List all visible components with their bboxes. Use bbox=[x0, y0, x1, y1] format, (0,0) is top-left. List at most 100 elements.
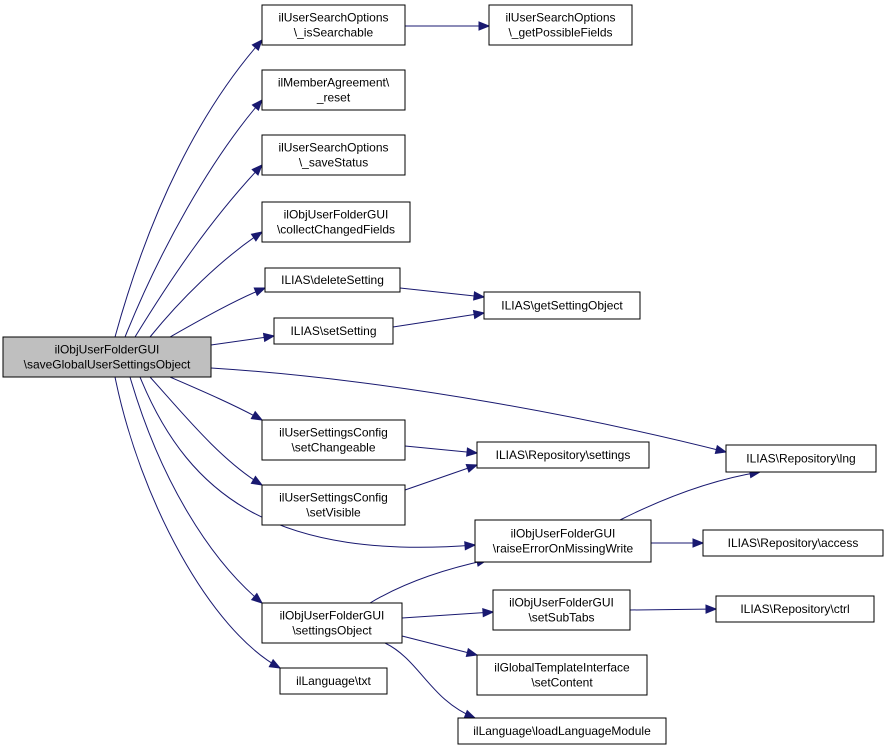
node-label-line: ilObjUserFolderGUI bbox=[509, 596, 614, 610]
node-setVis[interactable]: ilUserSettingsConfig\setVisible bbox=[261, 484, 406, 526]
edge-setSubTabs-to-repCtrl bbox=[629, 608, 717, 611]
node-box bbox=[261, 134, 406, 176]
node-box bbox=[261, 69, 406, 111]
node-box bbox=[488, 4, 633, 46]
edge-root-to-setChg-arrowhead bbox=[250, 410, 264, 421]
edge-delSet-to-getSetObj-arrowhead bbox=[473, 291, 486, 301]
edge-root-to-settingsObj-arrowhead bbox=[250, 592, 264, 604]
node-label-line: ilMemberAgreement\ bbox=[278, 76, 390, 90]
node-repSettings[interactable]: ILIAS\Repository\settings bbox=[476, 441, 650, 469]
node-label-line: \setContent bbox=[531, 676, 593, 690]
node-label-line: \_isSearchable bbox=[294, 26, 374, 40]
node-label-line: \setChangeable bbox=[291, 441, 375, 455]
node-label-line: ilLanguage\txt bbox=[296, 674, 371, 688]
node-box bbox=[261, 419, 406, 461]
node-label-line: ilUserSettingsConfig bbox=[279, 491, 388, 505]
edge-root-to-setVis-arrowhead bbox=[250, 475, 264, 486]
node-label-line: \collectChangedFields bbox=[277, 223, 395, 237]
node-getPoss[interactable]: ilUserSearchOptions\_getPossibleFields bbox=[488, 4, 633, 46]
node-label-line: \_getPossibleFields bbox=[508, 26, 612, 40]
node-repAccess[interactable]: ILIAS\Repository\access bbox=[702, 529, 884, 557]
node-box bbox=[483, 291, 641, 320]
edge-delSet-to-getSetObj bbox=[399, 287, 485, 298]
edge-root-to-isSearch bbox=[114, 39, 263, 338]
node-label-line: ilObjUserFolderGUI bbox=[511, 527, 616, 541]
edge-root-to-delSet bbox=[169, 287, 266, 338]
edge-root-to-collect-arrowhead bbox=[250, 231, 264, 242]
node-repCtrl[interactable]: ILIAS\Repository\ctrl bbox=[715, 595, 875, 623]
node-box bbox=[476, 441, 650, 469]
node-label-line: ilObjUserFolderGUI bbox=[280, 609, 385, 623]
node-setSubTabs[interactable]: ilObjUserFolderGUI\setSubTabs bbox=[492, 589, 631, 631]
node-settingsObj[interactable]: ilObjUserFolderGUI\settingsObject bbox=[261, 602, 403, 644]
node-box bbox=[476, 654, 648, 696]
node-box bbox=[261, 4, 406, 46]
edge-root-to-isSearch-arrowhead bbox=[251, 38, 263, 52]
edge-root-to-setSet-arrowhead bbox=[262, 332, 276, 343]
edge-settingsObj-to-gtiSet-arrowhead bbox=[465, 647, 479, 658]
edge-setVis-to-repSettings-arrowhead bbox=[465, 463, 479, 473]
edge-root-to-raiseErr-arrowhead bbox=[464, 541, 477, 551]
node-loadLang[interactable]: ilLanguage\loadLanguageModule bbox=[457, 717, 667, 745]
node-label-line: ILIAS\deleteSetting bbox=[281, 273, 384, 287]
edge-setChg-to-repSettings bbox=[404, 445, 478, 454]
edge-root-to-saveStat-arrowhead bbox=[251, 164, 263, 176]
node-label-line: ilUserSearchOptions bbox=[505, 11, 615, 25]
node-label-line: ilObjUserFolderGUI bbox=[284, 208, 389, 222]
node-box bbox=[261, 201, 411, 243]
edge-root-to-setVis bbox=[149, 376, 263, 486]
node-box bbox=[725, 444, 877, 473]
node-label-line: ILIAS\Repository\access bbox=[728, 536, 859, 550]
node-label-line: ILIAS\getSettingObject bbox=[501, 299, 623, 313]
node-label-line: \settingsObject bbox=[292, 624, 372, 638]
node-raiseErr[interactable]: ilObjUserFolderGUI\raiseErrorOnMissingWr… bbox=[474, 519, 652, 563]
node-label-line: ILIAS\setSetting bbox=[290, 324, 376, 338]
node-box bbox=[2, 336, 212, 378]
edge-root-to-collect bbox=[149, 231, 263, 338]
edge-root-to-langTxt-arrowhead bbox=[268, 658, 282, 669]
node-label-line: \setSubTabs bbox=[528, 611, 594, 625]
edge-root-to-saveStat bbox=[134, 164, 263, 338]
node-box bbox=[457, 717, 667, 745]
node-setChg[interactable]: ilUserSettingsConfig\setChangeable bbox=[261, 419, 406, 461]
edge-setVis-to-repSettings bbox=[404, 464, 478, 491]
node-collect[interactable]: ilObjUserFolderGUI\collectChangedFields bbox=[261, 201, 411, 243]
edge-raiseErr-to-repAccess-arrowhead bbox=[692, 538, 705, 548]
edge-root-to-repLng bbox=[210, 367, 727, 453]
node-label-line: ilGlobalTemplateInterface bbox=[494, 661, 630, 675]
node-setSet[interactable]: ILIAS\setSetting bbox=[273, 317, 394, 345]
edge-settingsObj-to-loadLang-arrowhead bbox=[463, 709, 477, 719]
node-delSet[interactable]: ILIAS\deleteSetting bbox=[264, 267, 401, 293]
node-box bbox=[492, 589, 631, 631]
edge-raiseErr-to-repLng bbox=[619, 471, 761, 521]
edge-setSet-to-getSetObj bbox=[392, 312, 485, 328]
node-label-line: ILIAS\Repository\ctrl bbox=[740, 602, 849, 616]
edge-settingsObj-to-gtiSet bbox=[401, 635, 478, 656]
edge-settingsObj-to-raiseErr bbox=[369, 559, 488, 604]
node-label-line: ilUserSearchOptions bbox=[278, 141, 388, 155]
node-box bbox=[261, 484, 406, 526]
node-box bbox=[273, 317, 394, 345]
node-isSearch[interactable]: ilUserSearchOptions\_isSearchable bbox=[261, 4, 406, 46]
edge-root-to-delSet-arrowhead bbox=[253, 287, 267, 297]
edge-setSubTabs-to-repCtrl-arrowhead bbox=[705, 604, 718, 614]
edge-root-to-langTxt bbox=[114, 376, 281, 669]
node-label-line: \setVisible bbox=[306, 506, 361, 520]
edge-root-to-repLng-arrowhead bbox=[714, 444, 728, 455]
node-repLng[interactable]: ILIAS\Repository\lng bbox=[725, 444, 877, 473]
edge-settingsObj-to-setSubTabs bbox=[401, 611, 494, 619]
node-label-line: _reset bbox=[316, 91, 351, 105]
node-box bbox=[702, 529, 884, 557]
node-langTxt[interactable]: ilLanguage\txt bbox=[279, 667, 388, 695]
node-gtiSet[interactable]: ilGlobalTemplateInterface\setContent bbox=[476, 654, 648, 696]
edge-settingsObj-to-setSubTabs-arrowhead bbox=[482, 607, 495, 618]
node-saveStat[interactable]: ilUserSearchOptions\_saveStatus bbox=[261, 134, 406, 176]
edge-root-to-maReset-arrowhead bbox=[251, 98, 263, 112]
node-label-line: \_saveStatus bbox=[299, 156, 368, 170]
node-label-line: ilUserSettingsConfig bbox=[279, 426, 388, 440]
node-label-line: ILIAS\Repository\settings bbox=[496, 448, 631, 462]
node-maReset[interactable]: ilMemberAgreement\_reset bbox=[261, 69, 406, 111]
node-getSetObj[interactable]: ILIAS\getSettingObject bbox=[483, 291, 641, 320]
node-root[interactable]: ilObjUserFolderGUI\saveGlobalUserSetting… bbox=[2, 336, 212, 378]
